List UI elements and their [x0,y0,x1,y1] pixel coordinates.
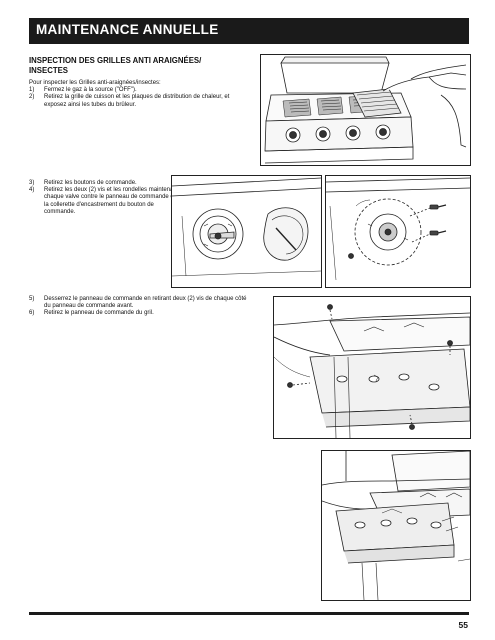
step-text: Fermez le gaz à la source ("OFF"). [44,87,137,94]
step-text: Retirez les deux (2) vis et les rondelle… [44,187,179,215]
step-text: Retirez les boutons de commande. [44,180,137,186]
header-bar [29,18,469,44]
step-number: 4) [29,187,35,194]
control-knob-illustration [171,175,322,288]
step-number: 5) [29,296,35,302]
page-number: 55 [458,620,468,630]
step-3: 3) Retirez les boutons de commande. [29,180,179,187]
step-6: 6) Retirez le panneau de commande du gri… [29,310,249,317]
steps-5-6-block: 5) Desserrez le panneau de commande en r… [29,296,249,318]
intro-text: Pour inspecter les Grilles anti-araignée… [29,80,161,86]
step-4: 4) Retirez les deux (2) vis et les ronde… [29,187,179,216]
control-panel-loosen-illustration [273,296,471,439]
step-5: 5) Desserrez le panneau de commande en r… [29,296,249,310]
page-title: MAINTENANCE ANNUELLE [36,22,219,37]
intro-block: Pour inspecter les Grilles anti-araignée… [29,80,234,109]
section-title: INSPECTION DES GRILLES ANTI ARAIGNÉES/ I… [29,56,202,75]
footer-rule [29,612,469,615]
control-panel-remove-illustration [321,450,471,601]
step-number: 2) [29,94,35,101]
step-1: 1) Fermez le gaz à la source ("OFF"). [29,87,234,94]
steps-3-4-block: 3) Retirez les boutons de commande. 4) R… [29,180,179,216]
step-2: 2) Retirez la grille de cuisson et les p… [29,94,234,108]
valve-screws-illustration [325,175,471,288]
step-number: 3) [29,180,35,186]
grill-burners-illustration [260,54,471,166]
step-text: Retirez le panneau de commande du gril. [44,310,154,317]
step-number: 1) [29,87,35,94]
step-text: Desserrez le panneau de commande en reti… [44,296,247,310]
step-text: Retirez la grille de cuisson et les plaq… [44,94,230,108]
step-number: 6) [29,310,35,317]
